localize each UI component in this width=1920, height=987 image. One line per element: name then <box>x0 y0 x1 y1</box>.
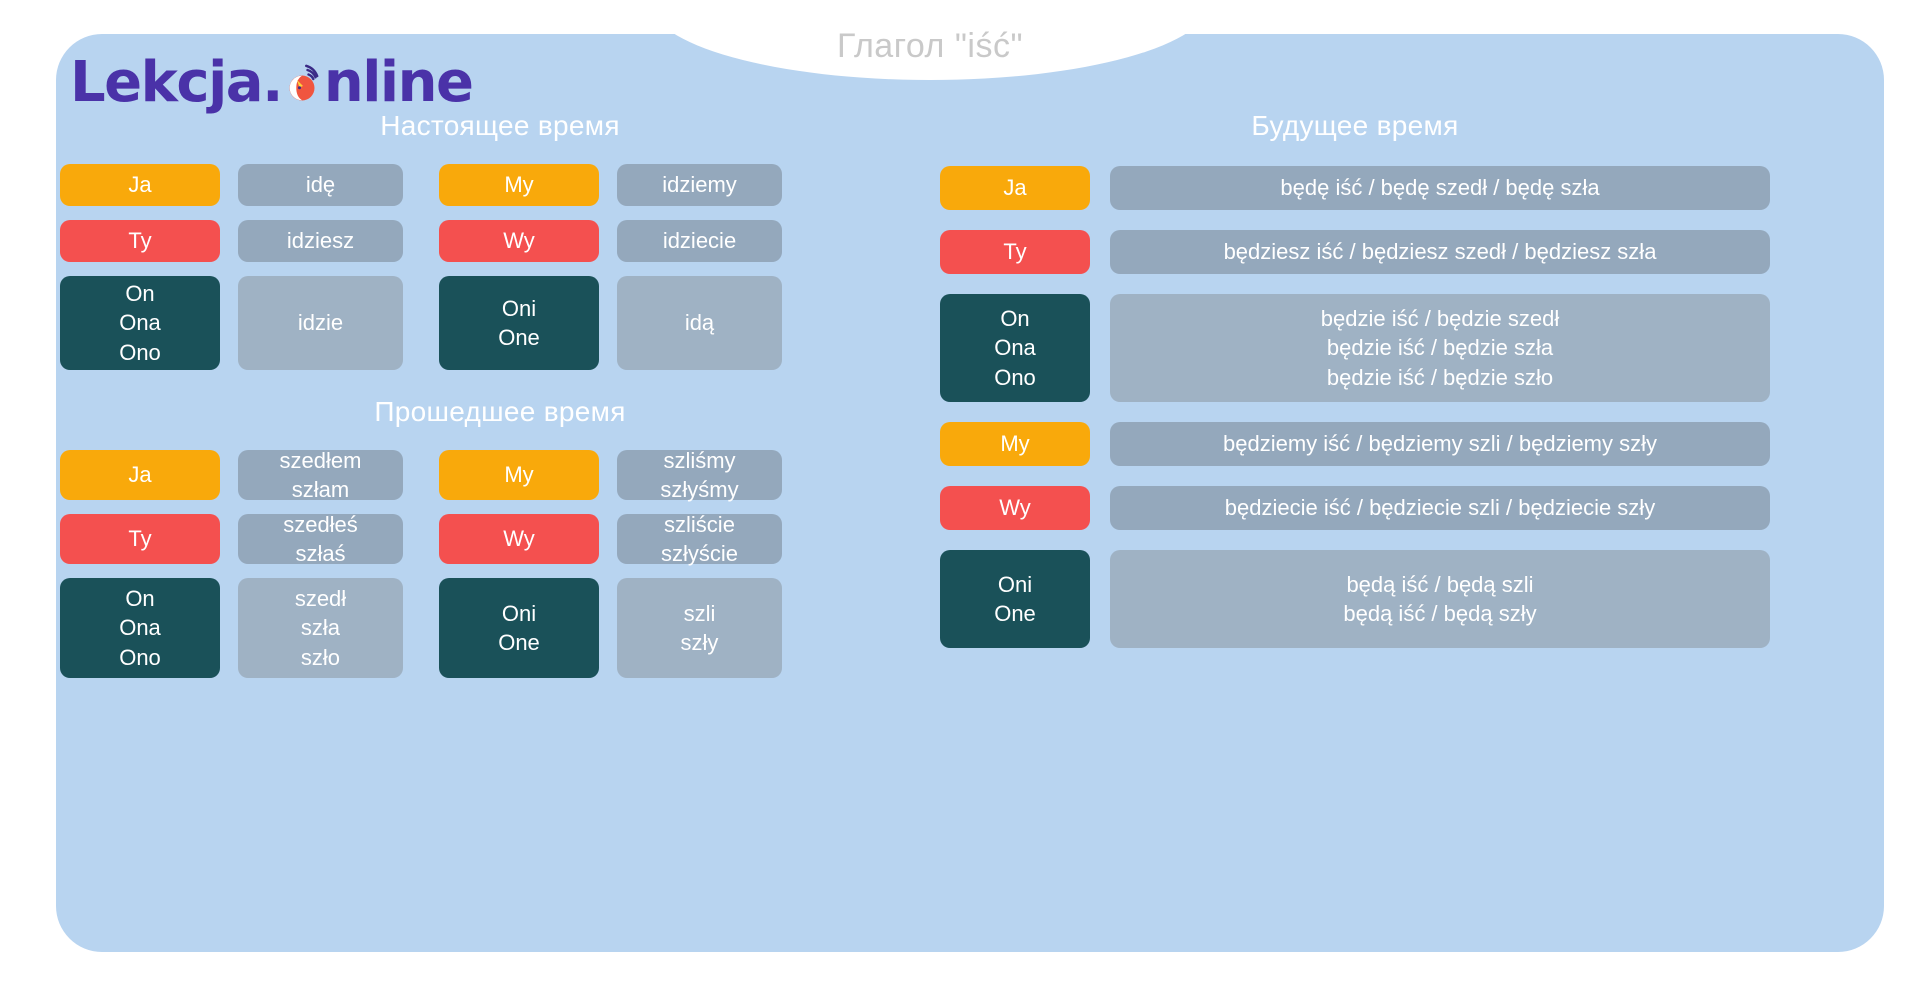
pronoun-chip-on-ona-ono[interactable]: On Ona Ono <box>60 578 220 678</box>
pronoun-chip-ja[interactable]: Ja <box>940 166 1090 210</box>
future-tense-title: Будущее время <box>1251 110 1459 141</box>
pronoun-chip-ty[interactable]: Ty <box>60 514 220 564</box>
table-row: My szliśmy szłyśmy <box>439 448 782 502</box>
pronoun-chip-wy[interactable]: Wy <box>439 220 599 262</box>
past-tense-title: Прошедшее время <box>374 396 626 427</box>
table-row: Ty będziesz iść / będziesz szedł / będzi… <box>940 230 1770 274</box>
pronoun-chip-oni-one[interactable]: Oni One <box>940 550 1090 648</box>
verb-chip-present-2sg[interactable]: idziesz <box>238 220 403 262</box>
brand-name-suffix: nline <box>323 50 474 115</box>
past-plural-column: My szliśmy szłyśmy Wy szliście szłyście … <box>439 448 782 678</box>
past-tense-section: Прошедшее время Ja szedłem szłam Ty szed… <box>60 396 940 678</box>
table-row: Ja szedłem szłam <box>60 448 403 502</box>
table-row: Wy szliście szłyście <box>439 512 782 566</box>
brand-name-prefix: Lekcja. <box>70 50 283 115</box>
verb-chip-past-3pl[interactable]: szli szły <box>617 578 782 678</box>
verb-chip-past-2pl[interactable]: szliście szłyście <box>617 512 782 566</box>
globe-signal-icon <box>283 63 323 103</box>
table-row: Wy idziecie <box>439 220 782 262</box>
pronoun-chip-my[interactable]: My <box>439 164 599 206</box>
present-singular-column: Ja idę Ty idziesz On Ona Ono idzie <box>60 164 403 370</box>
present-tense-section: Настоящее время Ja idę Ty idziesz On Ona… <box>60 110 940 370</box>
table-row: Ja idę <box>60 164 403 206</box>
present-tense-title: Настоящее время <box>380 110 620 141</box>
table-row: Ja będę iść / będę szedł / będę szła <box>940 166 1770 210</box>
present-tense-grid: Ja idę Ty idziesz On Ona Ono idzie My <box>60 164 940 370</box>
left-column: Настоящее время Ja idę Ty idziesz On Ona… <box>60 110 940 678</box>
verb-chip-future-1sg[interactable]: będę iść / będę szedł / będę szła <box>1110 166 1770 210</box>
table-row: On Ona Ono będzie iść / będzie szedł będ… <box>940 294 1770 402</box>
brand-logo[interactable]: Lekcja. nline <box>70 48 474 118</box>
page-title: Глагол "iść" <box>836 27 1024 65</box>
pronoun-chip-on-ona-ono[interactable]: On Ona Ono <box>60 276 220 370</box>
table-row: Wy będziecie iść / będziecie szli / będz… <box>940 486 1770 530</box>
verb-chip-present-2pl[interactable]: idziecie <box>617 220 782 262</box>
table-row: My idziemy <box>439 164 782 206</box>
pronoun-chip-ty[interactable]: Ty <box>60 220 220 262</box>
pronoun-chip-oni-one[interactable]: Oni One <box>439 578 599 678</box>
past-singular-column: Ja szedłem szłam Ty szedłeś szłaś On Ona… <box>60 448 403 678</box>
verb-chip-future-3pl[interactable]: będą iść / będą szli będą iść / będą szł… <box>1110 550 1770 648</box>
verb-chip-past-3sg[interactable]: szedł szła szło <box>238 578 403 678</box>
pronoun-chip-on-ona-ono[interactable]: On Ona Ono <box>940 294 1090 402</box>
verb-chip-present-1pl[interactable]: idziemy <box>617 164 782 206</box>
table-row: On Ona Ono idzie <box>60 276 403 370</box>
pronoun-chip-my[interactable]: My <box>940 422 1090 466</box>
verb-chip-future-2pl[interactable]: będziecie iść / będziecie szli / będziec… <box>1110 486 1770 530</box>
pronoun-chip-ja[interactable]: Ja <box>60 164 220 206</box>
verb-chip-present-1sg[interactable]: idę <box>238 164 403 206</box>
table-row: Oni One będą iść / będą szli będą iść / … <box>940 550 1770 648</box>
present-plural-column: My idziemy Wy idziecie Oni One idą <box>439 164 782 370</box>
pronoun-chip-ja[interactable]: Ja <box>60 450 220 500</box>
pronoun-chip-ty[interactable]: Ty <box>940 230 1090 274</box>
verb-chip-past-2sg[interactable]: szedłeś szłaś <box>238 512 403 566</box>
table-row: Ty szedłeś szłaś <box>60 512 403 566</box>
table-row: On Ona Ono szedł szła szło <box>60 578 403 678</box>
right-column: Будущее время Ja będę iść / będę szedł /… <box>940 110 1770 648</box>
verb-chip-future-3sg[interactable]: będzie iść / będzie szedł będzie iść / b… <box>1110 294 1770 402</box>
future-tense-grid: Ja będę iść / będę szedł / będę szła Ty … <box>940 166 1770 648</box>
pronoun-chip-wy[interactable]: Wy <box>940 486 1090 530</box>
table-row: Oni One idą <box>439 276 782 370</box>
pronoun-chip-wy[interactable]: Wy <box>439 514 599 564</box>
table-row: My będziemy iść / będziemy szli / będzie… <box>940 422 1770 466</box>
verb-chip-future-2sg[interactable]: będziesz iść / będziesz szedł / będziesz… <box>1110 230 1770 274</box>
verb-chip-past-1pl[interactable]: szliśmy szłyśmy <box>617 448 782 502</box>
verb-chip-present-3sg[interactable]: idzie <box>238 276 403 370</box>
table-row: Oni One szli szły <box>439 578 782 678</box>
verb-chip-future-1pl[interactable]: będziemy iść / będziemy szli / będziemy … <box>1110 422 1770 466</box>
table-row: Ty idziesz <box>60 220 403 262</box>
verb-chip-past-1sg[interactable]: szedłem szłam <box>238 448 403 502</box>
pronoun-chip-my[interactable]: My <box>439 450 599 500</box>
verb-chip-present-3pl[interactable]: idą <box>617 276 782 370</box>
pronoun-chip-oni-one[interactable]: Oni One <box>439 276 599 370</box>
past-tense-grid: Ja szedłem szłam Ty szedłeś szłaś On Ona… <box>60 448 940 678</box>
